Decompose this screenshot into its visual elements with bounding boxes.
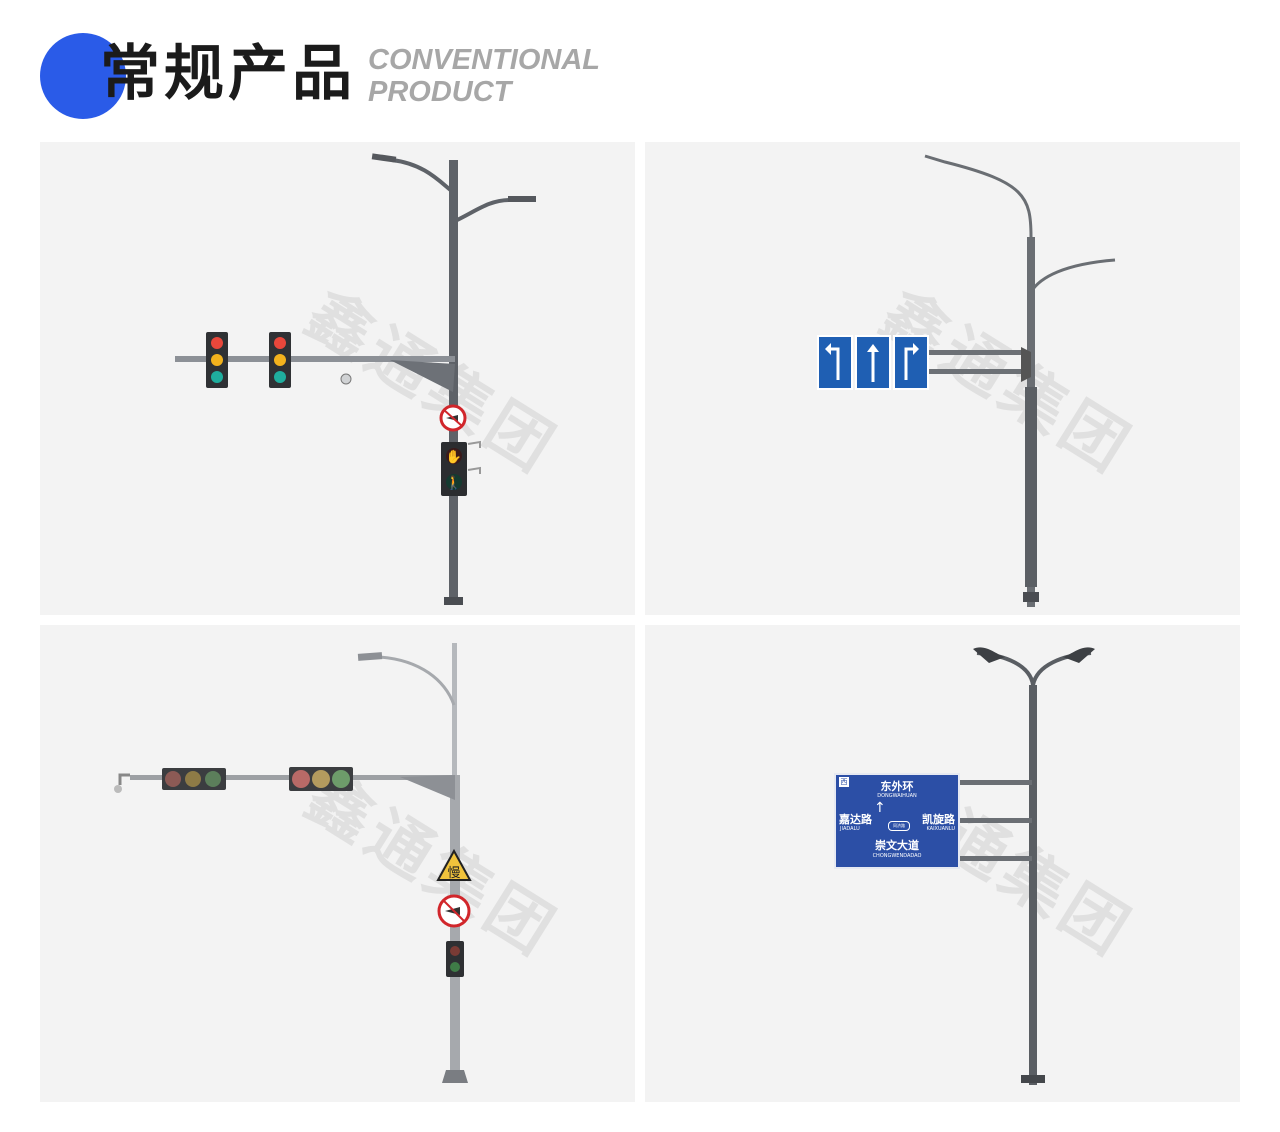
guide-sign-bottom-en: CHONGWENDADAO <box>872 853 922 859</box>
guide-sign-pole-illustration <box>960 647 1095 1085</box>
section-title-cn: 常规产品 <box>100 39 356 109</box>
product-card-signal-pole-1[interactable]: 鑫通集团 <box>40 142 635 615</box>
section-header: 常规产品 CONVENTIONAL PRODUCT <box>0 0 1280 130</box>
guide-sign-right-en: KAIXUANLU <box>926 826 955 832</box>
section-title-en-line1: CONVENTIONAL <box>368 44 600 76</box>
guide-sign-left-cn: 嘉达路 <box>839 813 872 826</box>
svg-text:✋: ✋ <box>446 449 462 465</box>
traffic-light-3 <box>289 767 353 791</box>
signal-pole-1-illustration: ✋ 🚶 <box>175 153 536 605</box>
right-arrow-sign-icon <box>893 335 929 390</box>
guide-sign-left-en: JIADALU <box>840 826 860 832</box>
signal-pole-2-illustration: 慢 <box>114 643 472 1083</box>
no-honk-sign-icon <box>439 404 467 432</box>
traffic-light-2 <box>269 332 291 388</box>
left-arrow-sign-icon <box>817 335 853 390</box>
pedestrian-signal-icon <box>446 941 464 977</box>
section-title-en: CONVENTIONAL PRODUCT <box>368 44 600 108</box>
straight-arrow-sign-icon <box>855 335 891 390</box>
slow-sign-label: 慢 <box>447 865 460 881</box>
guide-sign-right-cn: 凯旋路 <box>922 813 955 826</box>
guide-sign-bottom-cn: 崇文大道 <box>875 839 919 852</box>
guide-sign-corner: 西 <box>839 777 849 787</box>
guide-sign: 西 东外环 DONGWAIHUAN 嘉达路 JIADALU 凯旋路 KAIXUA… <box>834 773 960 869</box>
section-title-en-line2: PRODUCT <box>368 76 512 108</box>
guide-sign-center: 同济路 <box>888 821 910 831</box>
guide-sign-top-cn: 东外环 <box>880 780 914 793</box>
guide-sign-arrows-icon: ↑ <box>874 800 886 816</box>
product-card-signal-pole-2[interactable]: 鑫通集团 慢 <box>40 625 635 1102</box>
sign-pole-arrows-illustration <box>817 154 1116 607</box>
arrow-traffic-light-1 <box>162 768 226 790</box>
accent-circle <box>40 33 126 119</box>
traffic-light-1 <box>206 332 228 388</box>
product-grid: 鑫通集团 <box>40 142 1240 1102</box>
guide-sign-top-en: DONGWAIHUAN <box>877 793 917 799</box>
slow-sign-icon: 慢 <box>436 848 472 881</box>
product-card-guide-sign-pole[interactable]: 鑫通集团 西 东外环 DONGWAIHUAN 嘉达路 JIADALU 凯旋路 K… <box>645 625 1240 1102</box>
no-honk-sign-icon <box>437 894 471 928</box>
product-card-sign-pole-arrows[interactable]: 鑫通集团 <box>645 142 1240 615</box>
pedestrian-signal-icon: ✋ 🚶 <box>441 440 481 496</box>
svg-text:🚶: 🚶 <box>446 475 462 491</box>
